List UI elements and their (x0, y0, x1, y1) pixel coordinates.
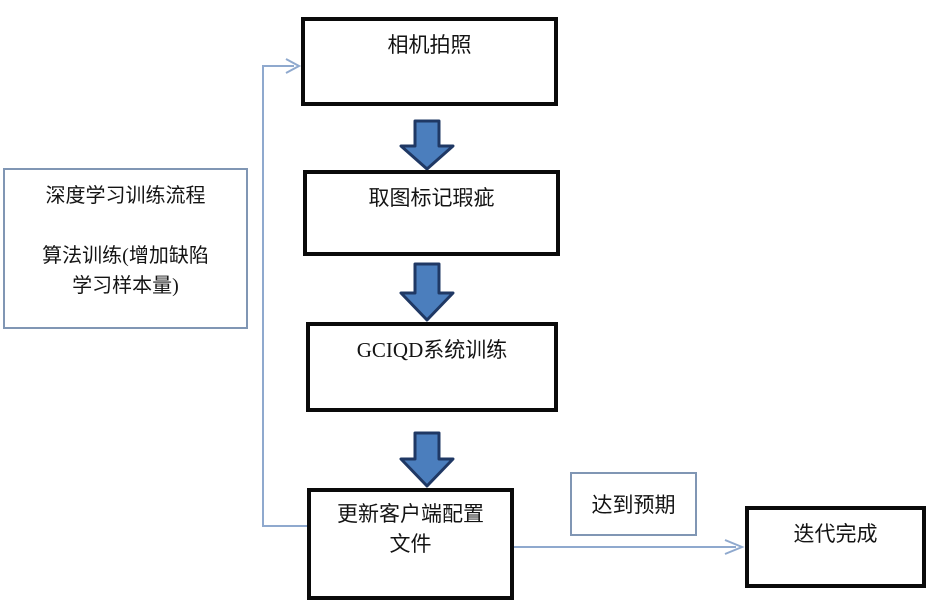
block-down-arrow-train-to-update (399, 431, 455, 488)
note-line: 算法训练(增加缺陷 (42, 245, 209, 267)
node-label: 取图标记瑕疵 (368, 186, 495, 210)
note-training-process: 深度学习训练流程 算法训练(增加缺陷 学习样本量) (3, 168, 248, 329)
node-label-line: 文件 (389, 532, 432, 556)
arrowhead-right-icon (285, 58, 302, 74)
node-label-line: 更新客户端配置 (337, 502, 484, 526)
note-line (5, 211, 246, 241)
note-line: 学习样本量) (72, 275, 179, 297)
note-line: 深度学习训练流程 (45, 185, 206, 207)
node-mark-defects: 取图标记瑕疵 (303, 170, 560, 256)
node-label: 迭代完成 (793, 522, 878, 546)
edge-label-met-expectation: 达到预期 (570, 472, 697, 536)
node-label: GCIQD系统训练 (356, 338, 508, 362)
node-label: 更新客户端配置 文件 (311, 492, 510, 559)
node-iteration-complete: 迭代完成 (745, 506, 926, 588)
connector-update-to-done (512, 539, 745, 555)
arrowhead-right-icon (724, 539, 745, 555)
block-down-arrow-camera-to-mark (399, 119, 455, 171)
node-gciqd-training: GCIQD系统训练 (306, 322, 558, 412)
node-camera-capture: 相机拍照 (301, 17, 558, 106)
node-update-client-config: 更新客户端配置 文件 (307, 488, 514, 600)
block-down-arrow-mark-to-train (399, 262, 455, 322)
node-label: 相机拍照 (387, 33, 472, 57)
edge-label-text: 达到预期 (591, 493, 676, 517)
connector-feedback-loop (262, 58, 309, 527)
